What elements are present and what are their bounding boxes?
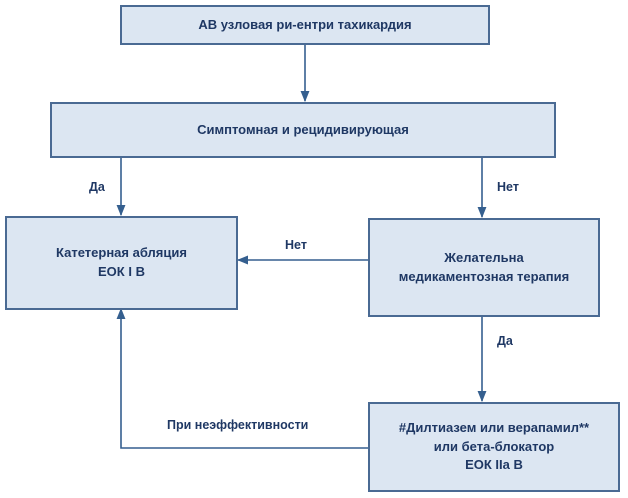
arrow-drugs-to-ablation [116, 307, 368, 449]
node-drug-preferred-line1: Желательна [444, 249, 524, 265]
node-ablation-line2: ЕОК I B [98, 264, 145, 279]
node-drugs-line1: #Дилтиазем или верапамил** [398, 419, 590, 435]
edge-label-ineffective: При неэффективности [167, 418, 309, 432]
edge-label-yes-ablation: Да [89, 180, 105, 194]
node-ablation-line1: Катетерная абляция [56, 245, 187, 261]
node-symptomatic: Симптомная и рецидивирующая [50, 102, 556, 158]
node-drugs-line2: или бета-блокатор [433, 438, 555, 454]
node-symptomatic-text: Симптомная и рецидивирующая [197, 121, 409, 137]
node-drugs-line3: ЕОК IIa B [465, 457, 523, 473]
node-ablation: Катетерная абляция ЕОК I B [5, 216, 238, 310]
edge-label-yes-drugs: Да [497, 334, 513, 348]
node-drug-preferred-line2: медикаментозная терапия [398, 268, 570, 284]
node-avnrt-text: АВ узловая ри-ентри тахикардия [198, 16, 412, 32]
edge-label-no-drug-ablation: Нет [285, 238, 307, 252]
node-drug-preferred: Желательна медикаментозная терапия [368, 218, 600, 317]
edge-label-no-drug: Нет [497, 180, 519, 194]
node-drugs: #Дилтиазем или верапамил** или бета-блок… [368, 402, 620, 492]
node-avnrt: АВ узловая ри-ентри тахикардия [120, 5, 490, 45]
